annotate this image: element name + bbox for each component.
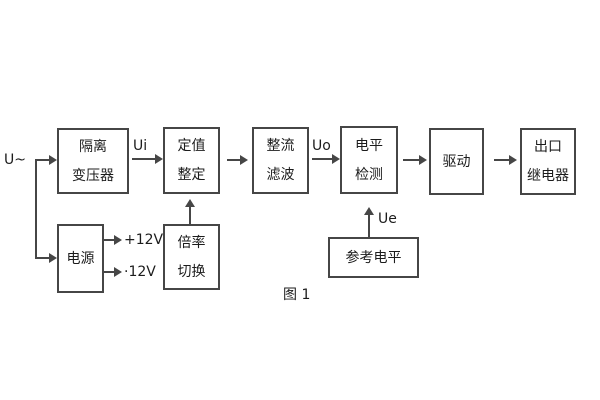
- block-power-supply: 电源: [57, 224, 104, 293]
- arrowhead-icon: [509, 155, 517, 165]
- block-text: 倍率: [177, 234, 206, 251]
- arrowhead-icon: [419, 155, 427, 165]
- block-text: 驱动: [442, 153, 471, 170]
- connector-input-to-power: [35, 257, 49, 259]
- block-text: 整定: [177, 167, 206, 183]
- block-reference-level: 参考电平: [328, 237, 419, 278]
- block-text: 电源: [66, 250, 95, 267]
- block-output-relay: 出口 继电器: [520, 128, 576, 195]
- block-text: 参考电平: [345, 249, 402, 266]
- connector-input-to-transformer: [35, 159, 49, 161]
- connector-power-pos-rail: [103, 239, 114, 241]
- connector-reference-to-level: [368, 214, 370, 237]
- arrowhead-icon: [155, 154, 163, 164]
- figure-caption: 图 1: [283, 287, 311, 303]
- connector-transformer-to-setting: [132, 158, 155, 160]
- arrowhead-icon: [240, 155, 248, 165]
- block-driver: 驱动: [429, 128, 484, 195]
- block-rectifier-filter: 整流 滤波: [252, 127, 309, 194]
- block-text: 切换: [177, 263, 206, 280]
- block-level-detection: 电平 检测: [340, 126, 398, 194]
- connector-level-to-driver: [403, 159, 419, 161]
- uo-signal-label: Uo: [312, 138, 331, 154]
- connector-ratio-to-setting: [189, 206, 191, 224]
- connector-input-branch: [35, 159, 37, 259]
- arrowhead-icon: [114, 267, 122, 277]
- ui-signal-label: Ui: [133, 138, 148, 154]
- arrowhead-icon: [332, 154, 340, 164]
- ue-signal-label: Ue: [378, 211, 397, 227]
- arrowhead-icon: [49, 155, 57, 165]
- arrowhead-icon: [49, 253, 57, 263]
- block-setpoint-setting: 定值 整定: [163, 127, 220, 194]
- block-text: 定值: [177, 138, 206, 154]
- block-text: 出口: [534, 139, 562, 155]
- plus-12v-label: +12V: [124, 232, 164, 248]
- input-voltage-label: U~: [4, 152, 26, 168]
- connector-driver-to-relay: [494, 159, 509, 161]
- block-text: 隔离: [79, 138, 107, 155]
- block-ratio-switching: 倍率 切换: [163, 224, 220, 290]
- arrowhead-icon: [114, 235, 122, 245]
- block-text: 变压器: [72, 167, 114, 184]
- block-text: 整流: [266, 138, 295, 154]
- block-text: 电平: [355, 137, 383, 154]
- arrowhead-icon: [185, 199, 195, 207]
- connector-rectifier-to-level: [312, 158, 332, 160]
- block-text: 继电器: [527, 168, 569, 184]
- block-isolation-transformer: 隔离 变压器: [57, 128, 129, 194]
- arrowhead-icon: [364, 207, 374, 215]
- block-text: 检测: [355, 166, 383, 183]
- connector-power-neg-rail: [103, 271, 114, 273]
- minus-12v-label: ·12V: [124, 264, 156, 280]
- connector-setting-to-rectifier: [227, 159, 240, 161]
- block-text: 滤波: [266, 167, 295, 183]
